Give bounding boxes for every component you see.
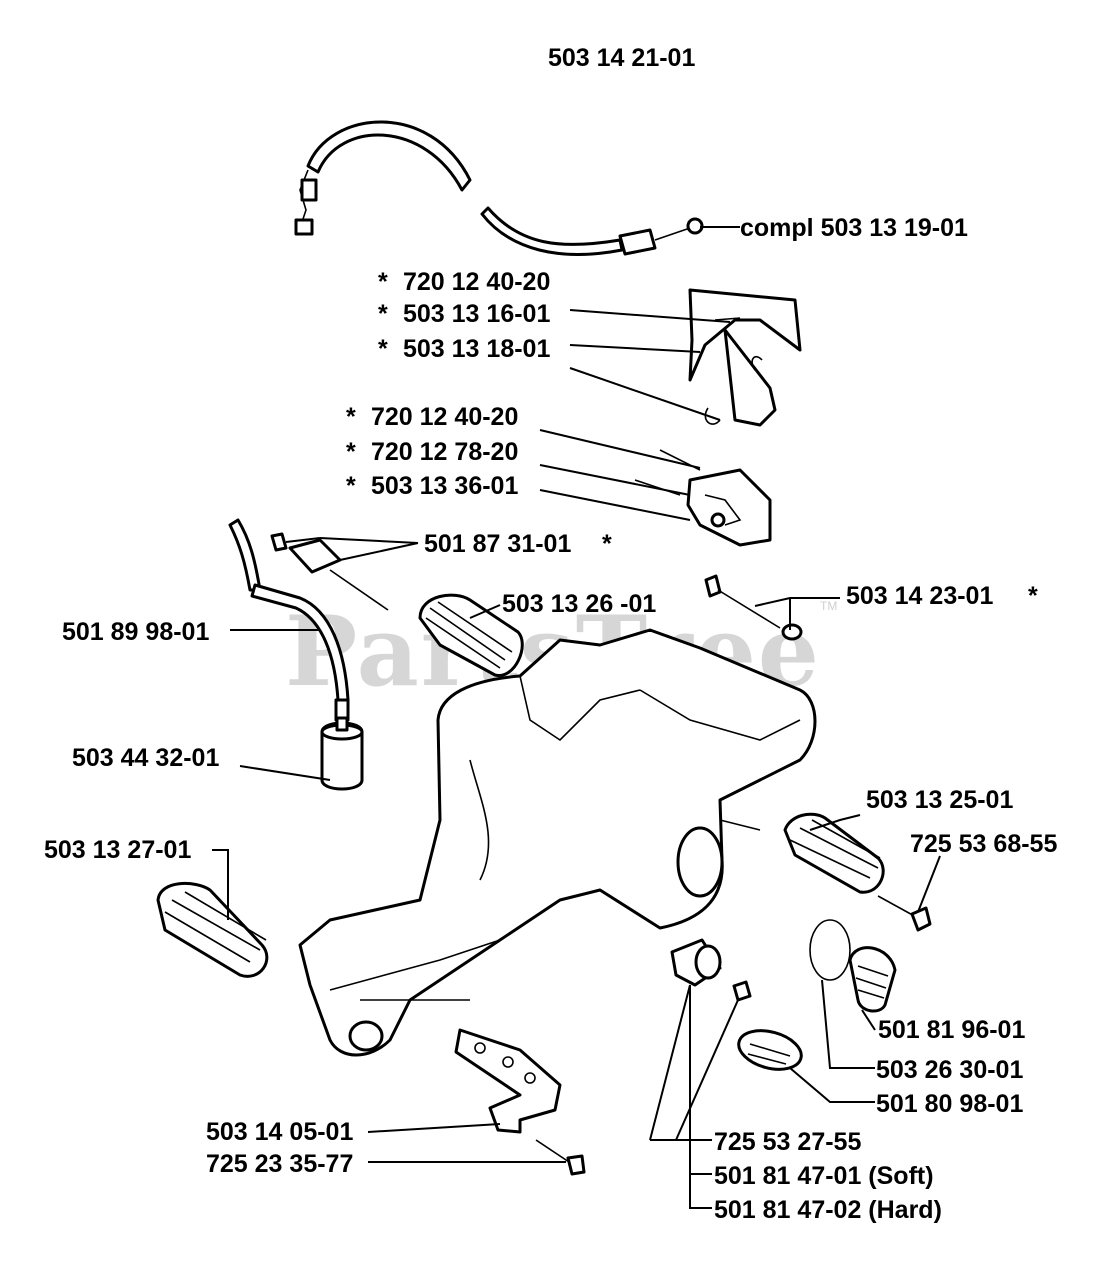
asterisk-6: *: [346, 472, 356, 500]
av-element[interactable]: [670, 938, 752, 1002]
screw-set[interactable]: [704, 574, 803, 641]
callout-503-14-05-01: 503 14 05-01: [206, 1118, 353, 1146]
callout-501-81-47-02: 501 81 47-02 (Hard): [714, 1196, 942, 1224]
callout-503-13-27-01: 503 13 27-01: [44, 836, 191, 864]
callout-725-53-68-55: 725 53 68-55: [910, 830, 1057, 858]
handle-screw[interactable]: [877, 895, 932, 932]
callout-503-44-32-01: 503 44 32-01: [72, 744, 219, 772]
callout-720-12-78-20: 720 12 78-20: [371, 438, 518, 466]
callout-501-81-96-01: 501 81 96-01: [878, 1016, 1025, 1044]
asterisk-5: *: [346, 438, 356, 466]
callout-725-53-27-55: 725 53 27-55: [714, 1128, 861, 1156]
callout-720-12-40-20-a: 720 12 40-20: [403, 268, 550, 296]
callout-720-12-40-20-b: 720 12 40-20: [371, 403, 518, 431]
mounting-bracket[interactable]: [454, 1028, 562, 1134]
bracket-bolt[interactable]: [535, 1139, 586, 1176]
rubber-buffer-right[interactable]: [783, 812, 885, 894]
callout-503-14-23-01: 503 14 23-01: [846, 582, 993, 610]
callout-725-23-35-77: 725 23 35-77: [206, 1150, 353, 1178]
screw-pin[interactable]: [270, 532, 389, 611]
assembly-number: 503 14 21-01: [548, 44, 695, 72]
rubber-buffer-left[interactable]: [156, 881, 269, 978]
callout-503-26-30-01: 503 26 30-01: [876, 1056, 1023, 1084]
asterisk-4: *: [346, 403, 356, 431]
asterisk-3: *: [378, 335, 388, 363]
asterisk-2: *: [378, 300, 388, 328]
throttle-trigger[interactable]: [688, 288, 802, 427]
watermark-tm: TM: [820, 599, 837, 613]
callout-503-13-25-01: 503 13 25-01: [866, 786, 1013, 814]
callout-503-13-26-01: 503 13 26 -01: [502, 590, 656, 618]
oil-cap[interactable]: [848, 946, 897, 1013]
handle-body[interactable]: [298, 628, 817, 1057]
callout-503-13-16-01: 503 13 16-01: [403, 300, 550, 328]
rubber-buffer-top[interactable]: [418, 593, 524, 677]
trigger-lockout[interactable]: [634, 449, 772, 547]
throttle-cable[interactable]: [294, 120, 704, 256]
asterisk-7: *: [602, 530, 612, 558]
callout-501-81-47-01: 501 81 47-01 (Soft): [714, 1162, 934, 1190]
callout-501-89-98-01: 501 89 98-01: [62, 618, 209, 646]
fuel-hose[interactable]: [228, 518, 350, 722]
callout-503-13-18-01: 503 13 18-01: [403, 335, 550, 363]
asterisk-8: *: [1028, 582, 1038, 610]
callout-501-80-98-01: 501 80 98-01: [876, 1090, 1023, 1118]
leader-lines: [212, 226, 941, 1209]
o-ring[interactable]: [809, 919, 851, 981]
oil-gasket[interactable]: [734, 1024, 805, 1075]
callout-503-13-36-01: 503 13 36-01: [371, 472, 518, 500]
fuel-filter[interactable]: [320, 716, 364, 791]
callout-501-87-31-01: 501 87 31-01: [424, 530, 571, 558]
asterisk-1: *: [378, 268, 388, 296]
callout-throttle-cable: compl 503 13 19-01: [740, 214, 968, 242]
